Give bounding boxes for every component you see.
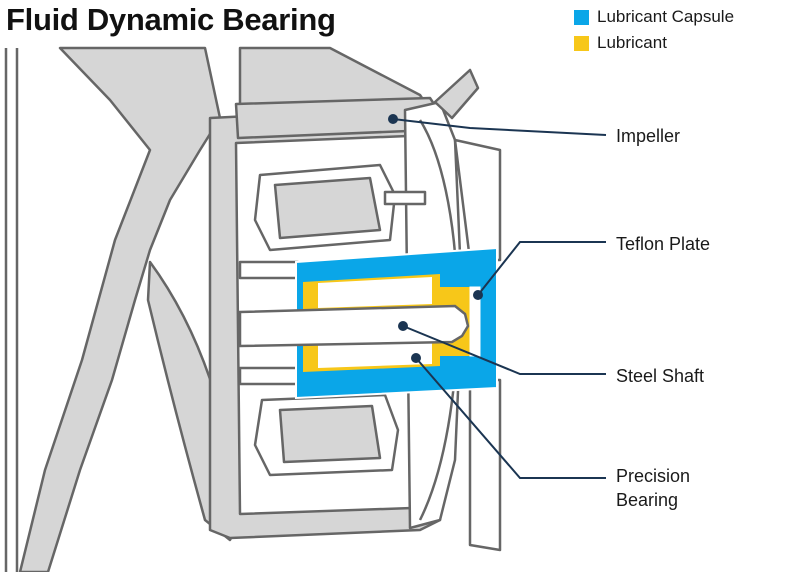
leader-dot [411,353,421,363]
callout-teflon-plate: Teflon Plate [616,234,711,254]
leader-dot [388,114,398,124]
legend-swatch-yellow [574,35,589,51]
legend-label: Lubricant Capsule [597,7,735,26]
callout-steel-shaft: Steel Shaft [616,366,705,386]
fan-blade [18,46,222,572]
bearing-sleeve-top [318,277,432,308]
pin [238,366,300,386]
bearing-sleeve-bottom [318,342,432,368]
diagram-title: Fluid Dynamic Bearing [6,2,336,37]
winding-bottom-inner [278,404,382,464]
leader-shaft [402,325,606,375]
leader-impeller [392,118,607,136]
winding-top-inner [273,176,382,240]
legend-swatch-blue [574,9,589,25]
leader-dot [473,290,483,300]
legend-item-lubricant-capsule: Lubricant Capsule [574,7,734,27]
leader-bearing [415,357,606,479]
callout-line: Bearing [616,490,679,510]
pin [383,190,427,206]
callout-impeller: Impeller [616,126,681,146]
leader-dot [398,321,408,331]
callout-precision-bearing: Precision Bearing [616,464,690,512]
stator-right-lower [468,378,502,552]
stator-right [453,138,502,262]
callout-line: Precision [616,466,691,486]
clip-tab [433,68,480,120]
steel-shaft [238,304,470,348]
legend-item-lubricant: Lubricant [574,33,667,53]
leader-teflon [477,241,606,296]
legend-label: Lubricant [597,33,667,52]
pin [238,260,300,280]
